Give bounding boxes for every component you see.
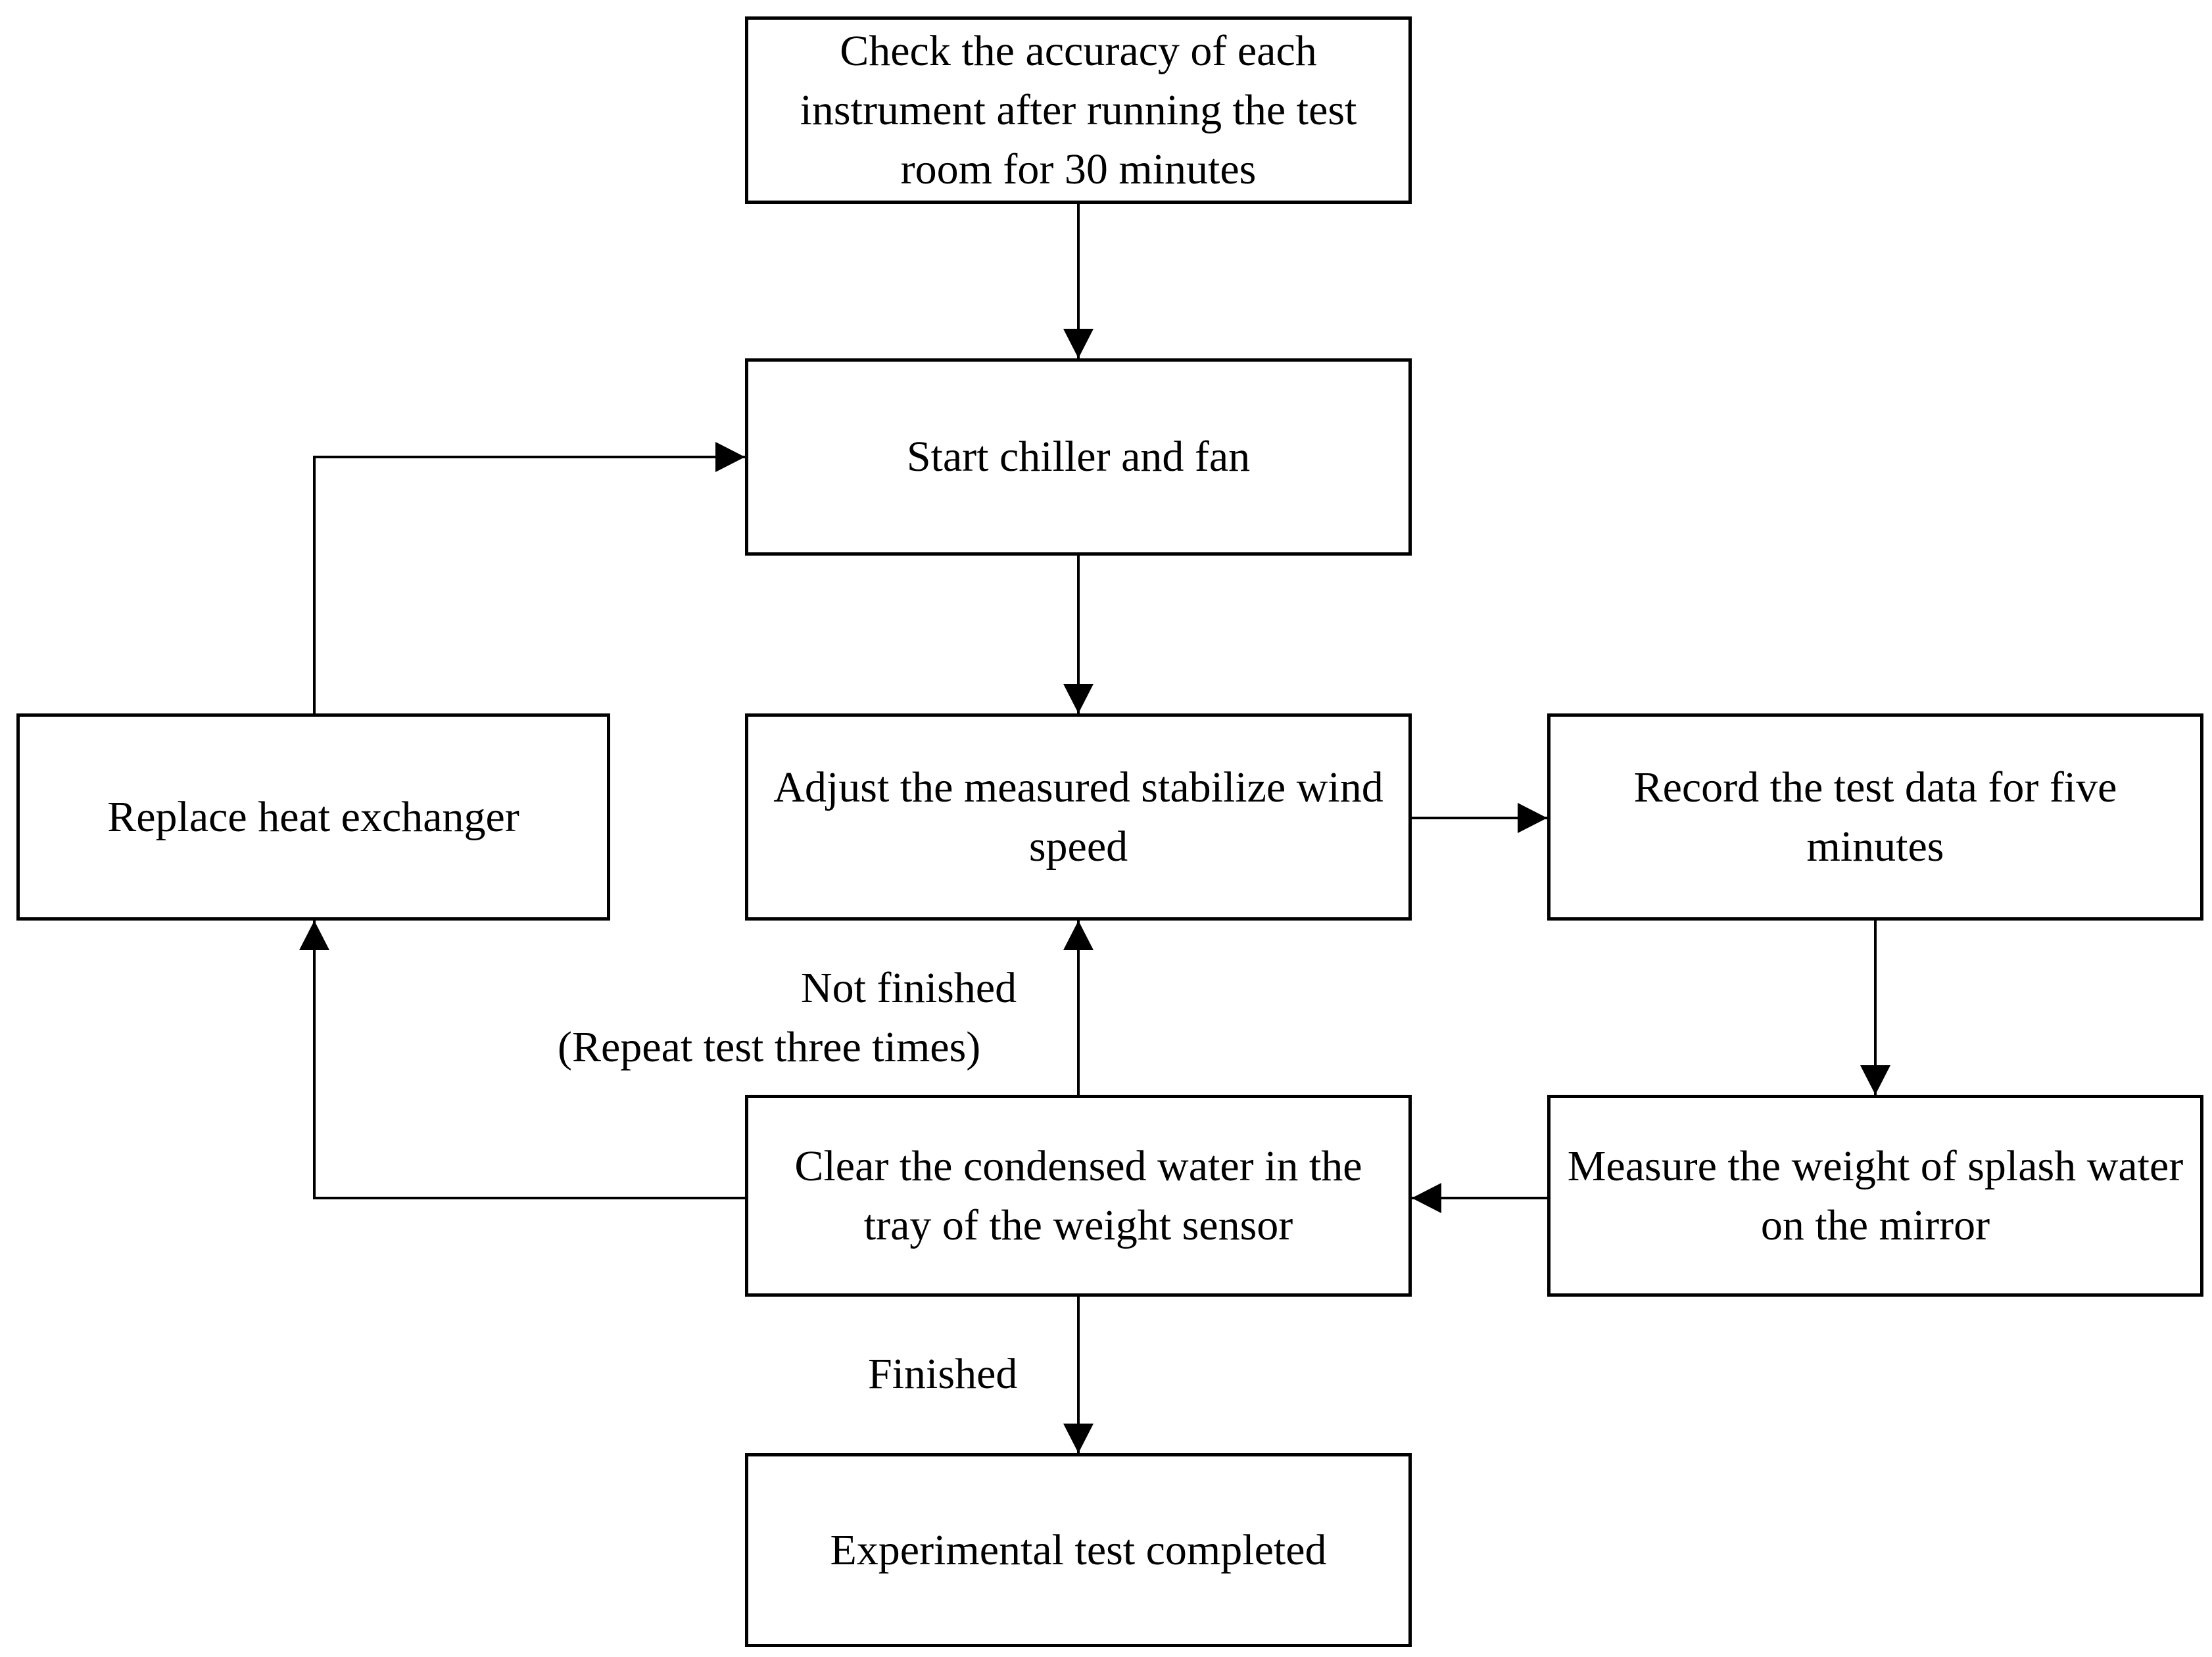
node-test-completed: Experimental test completed bbox=[745, 1453, 1412, 1647]
arrowhead-clear-to-replace bbox=[299, 921, 329, 950]
arrowhead-adjust-to-record bbox=[1518, 803, 1547, 833]
node-measure-weight-label: Measure the weight of splash water on th… bbox=[1567, 1141, 2184, 1249]
node-test-completed-label: Experimental test completed bbox=[830, 1525, 1327, 1574]
arrowhead-record-to-measure bbox=[1860, 1065, 1890, 1095]
arrowhead-replace-to-start bbox=[715, 442, 745, 472]
node-start-chiller: Start chiller and fan bbox=[745, 358, 1412, 556]
node-adjust-wind-speed-label: Adjust the measured stabilize wind speed bbox=[773, 763, 1383, 871]
node-clear-water-label: Clear the condensed water in the tray of… bbox=[794, 1141, 1362, 1249]
arrowhead-start-to-adjust bbox=[1063, 684, 1094, 713]
arrowhead-check-to-start bbox=[1063, 329, 1094, 358]
edge-label-finished: Finished bbox=[868, 1350, 1018, 1398]
node-start-chiller-label: Start chiller and fan bbox=[906, 433, 1251, 481]
node-record-data: Record the test data for five minutes bbox=[1547, 713, 2203, 921]
arrow-replace-to-start bbox=[313, 456, 745, 713]
arrowhead-measure-to-clear bbox=[1412, 1183, 1441, 1213]
node-adjust-wind-speed: Adjust the measured stabilize wind speed bbox=[745, 713, 1412, 921]
edge-label-repeat: (Repeat test three times) bbox=[558, 1023, 981, 1071]
edge-label-not-finished: Not finished bbox=[801, 964, 1017, 1012]
node-check-instruments: Check the accuracy of each instrument af… bbox=[745, 16, 1412, 204]
node-clear-water: Clear the condensed water in the tray of… bbox=[745, 1095, 1412, 1297]
node-check-instruments-label: Check the accuracy of each instrument af… bbox=[800, 26, 1357, 193]
node-replace-exchanger-label: Replace heat exchanger bbox=[107, 792, 519, 841]
node-replace-exchanger: Replace heat exchanger bbox=[16, 713, 610, 921]
arrowhead-clear-to-adjust bbox=[1063, 921, 1094, 950]
arrowhead-clear-to-completed bbox=[1063, 1424, 1094, 1453]
node-record-data-label: Record the test data for five minutes bbox=[1633, 763, 2117, 871]
node-measure-weight: Measure the weight of splash water on th… bbox=[1547, 1095, 2203, 1297]
arrow-clear-to-replace bbox=[313, 921, 745, 1199]
